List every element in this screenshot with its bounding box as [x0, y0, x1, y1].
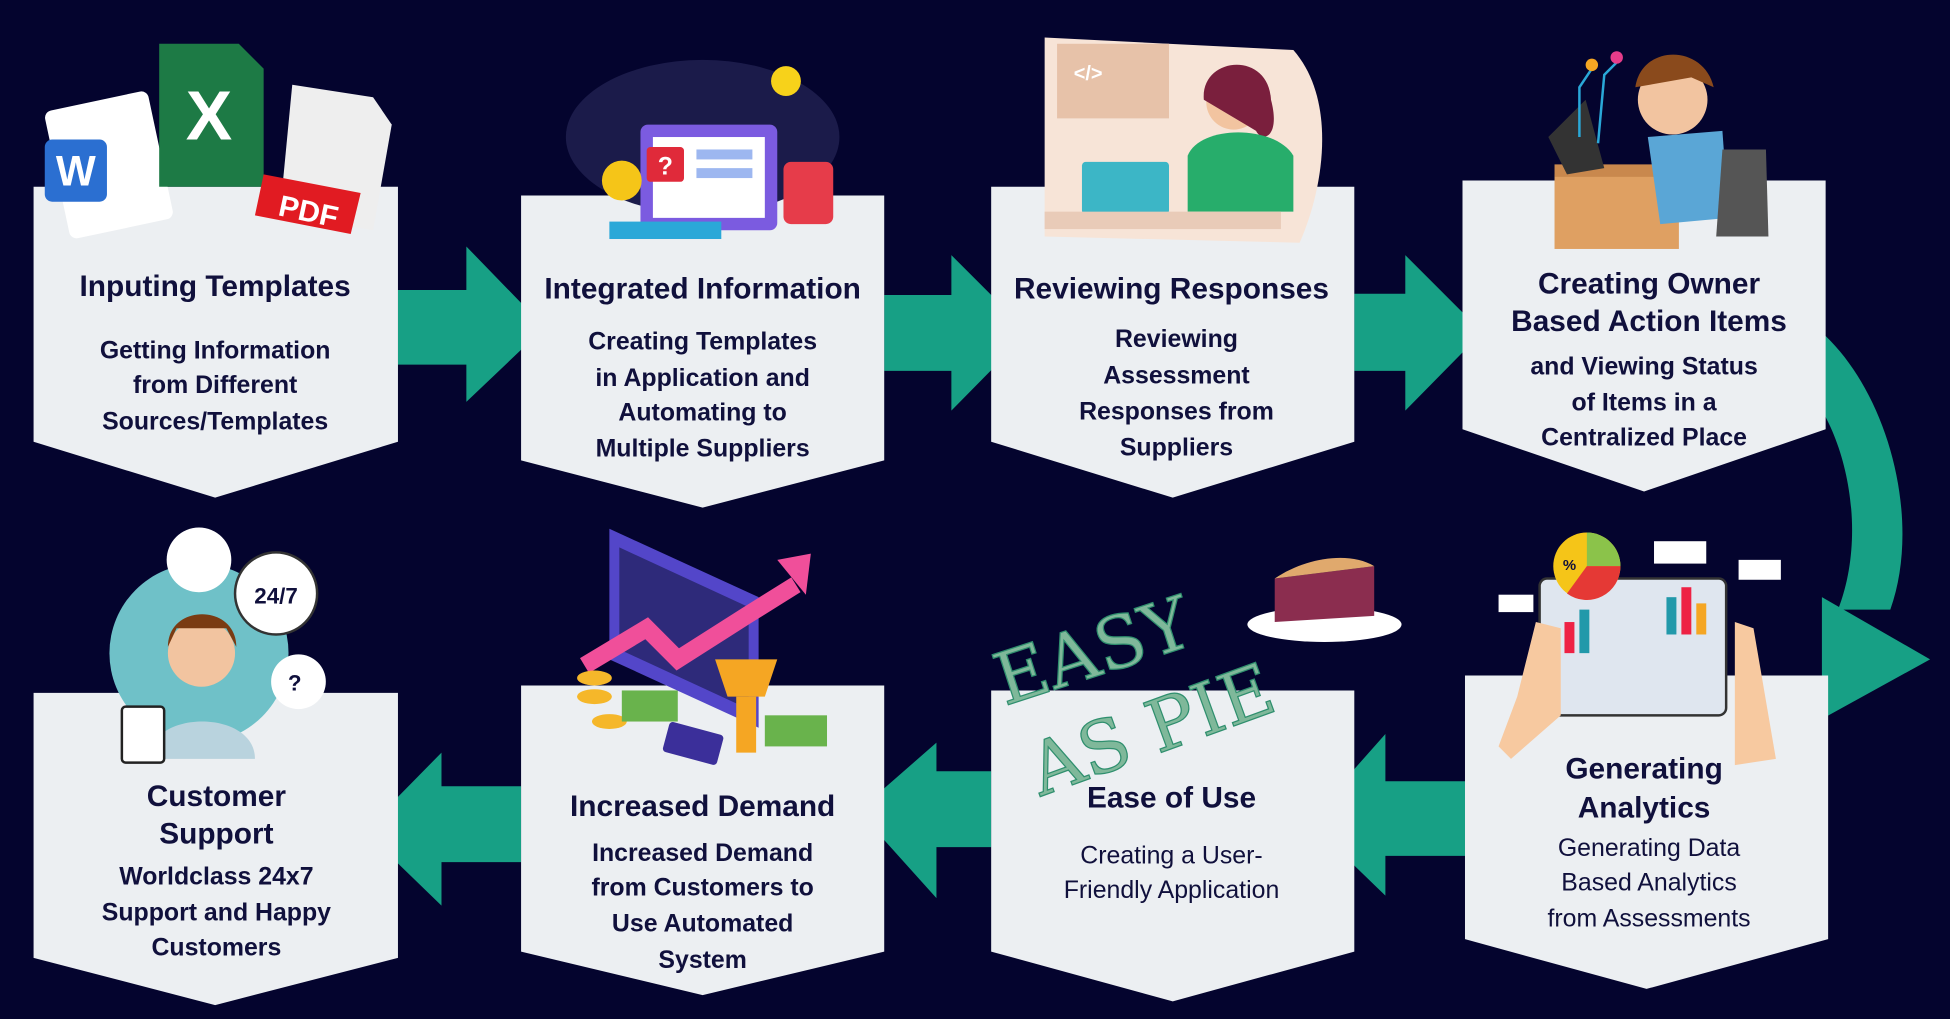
step-description: Creating a User-Friendly Application	[1064, 841, 1280, 904]
card-ease-of-use	[991, 690, 1355, 1002]
step-title: Increased Demand	[570, 790, 835, 823]
svg-text:%: %	[1563, 557, 1576, 574]
arrow-right-1	[397, 246, 545, 402]
step-title: Inputing Templates	[80, 270, 351, 303]
step-title: Integrated Information	[544, 273, 861, 306]
growth-chart-icon	[577, 528, 828, 765]
arrow-left-3	[364, 752, 522, 906]
integration-icon: ?	[565, 59, 840, 240]
card-owner-action-items	[1462, 180, 1826, 492]
step-2-text: Integrated Information Creating Template…	[544, 273, 861, 463]
curved-arrow-head	[1821, 597, 1931, 720]
arrow-left-2	[858, 742, 992, 899]
support-agent-icon: 24/7 ?	[109, 527, 326, 764]
card-reviewing-responses	[991, 186, 1355, 498]
step-6-text: Ease of Use Creating a User-Friendly App…	[1064, 781, 1280, 904]
step-title: Ease of Use	[1087, 781, 1256, 814]
svg-text:24/7: 24/7	[254, 583, 298, 608]
arrow-right-3	[1354, 255, 1483, 411]
card-integrated-information	[521, 195, 885, 508]
card-customer-support	[33, 692, 398, 1006]
svg-text:?: ?	[288, 670, 302, 695]
card-increased-demand	[521, 685, 885, 996]
step-title: Reviewing Responses	[1014, 273, 1329, 306]
svg-text:?: ?	[658, 152, 673, 180]
svg-text:W: W	[56, 148, 96, 195]
svg-text:X: X	[186, 77, 232, 155]
person-laptop-icon: </>	[1044, 37, 1323, 243]
boy-computer-icon	[1548, 51, 1769, 249]
card-inputing-templates	[33, 186, 398, 498]
arrow-right-2	[884, 255, 1029, 411]
analytics-tablet-icon: %	[1498, 532, 1781, 766]
svg-text:</>: </>	[1074, 63, 1103, 85]
